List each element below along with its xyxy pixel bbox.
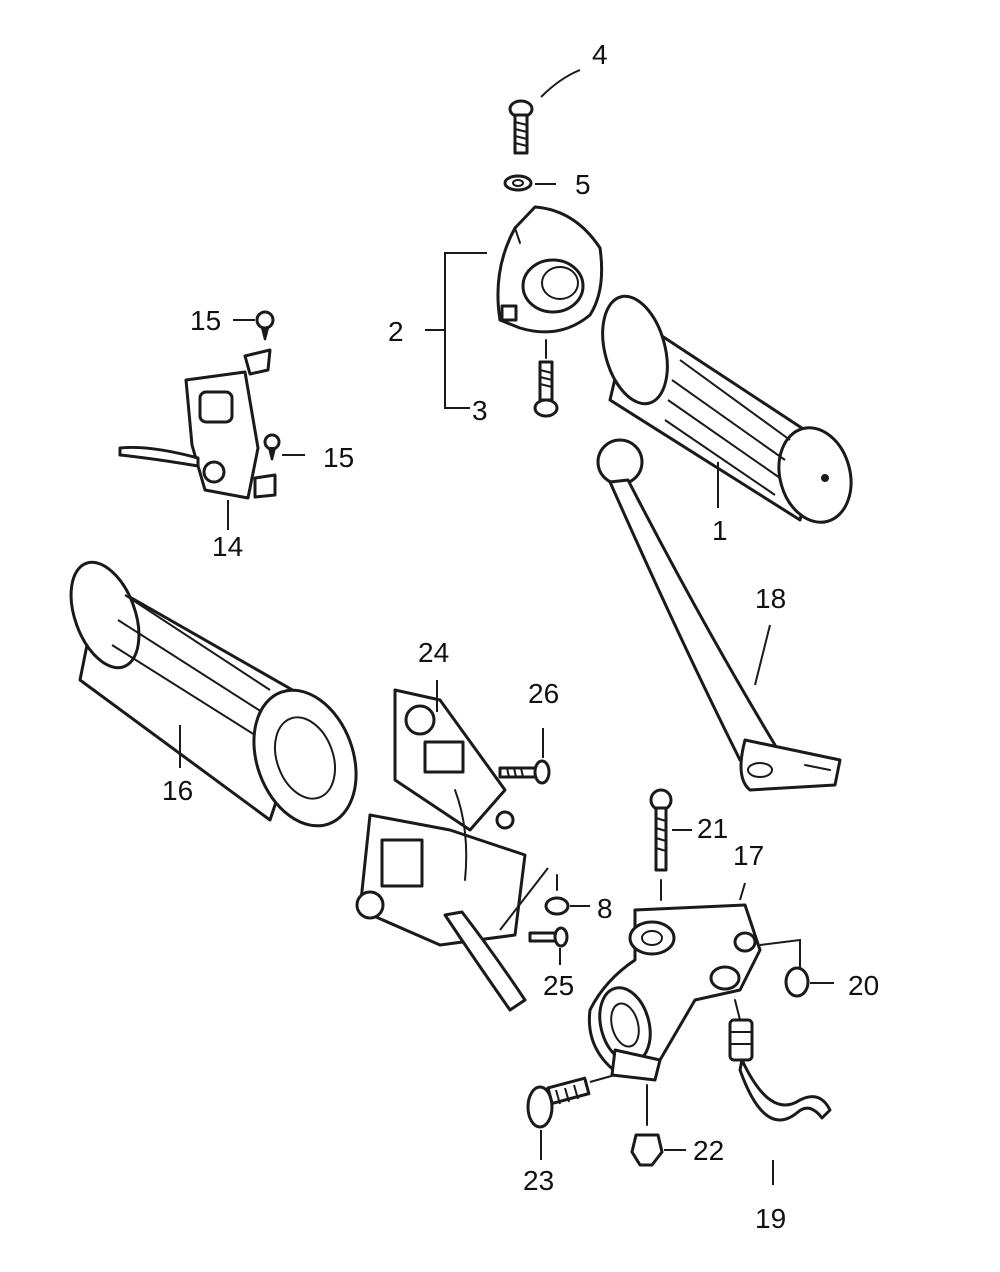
callout-22: 22 [693,1135,724,1166]
leader-17 [739,882,746,901]
callout-23: 23 [523,1165,554,1196]
nut-part-22 [630,1084,664,1167]
cable-part-19 [728,999,832,1122]
callout-4: 4 [592,39,608,70]
washer-part-5 [503,174,533,192]
leader-4 [540,69,581,98]
screw-part-15-lower [263,433,281,461]
bracket-2 [444,252,487,409]
throttle-housing-part-2 [496,205,604,334]
callout-24: 24 [418,637,449,668]
screw-part-4 [508,99,534,155]
callout-8: 8 [597,893,613,924]
callout-14: 14 [212,531,243,562]
screw-part-26 [498,759,551,785]
nut-part-20 [759,938,810,998]
screw-part-21 [649,788,673,901]
bolt-part-23 [526,1074,616,1129]
callout-2: 2 [388,316,404,347]
callout-15-upper: 15 [190,305,221,336]
lever-part-18 [596,438,842,792]
callout-5: 5 [575,169,591,200]
callout-16: 16 [162,775,193,806]
leader-18 [754,624,771,686]
callout-17: 17 [733,840,764,871]
switch-part-14 [118,348,277,500]
screw-part-25 [528,926,569,948]
callout-21: 21 [697,813,728,844]
switch-assembly-part-24 [355,688,527,1012]
callout-1: 1 [712,515,728,546]
screw-part-15-upper [255,310,275,341]
callout-3: 3 [472,395,488,426]
callout-19: 19 [755,1203,786,1234]
callout-15-lower: 15 [323,442,354,473]
lever-bracket-part-17 [587,903,762,1082]
right-grip-part-1 [601,294,853,524]
callout-26: 26 [528,678,559,709]
callout-18: 18 [755,583,786,614]
left-grip-part-16 [69,560,358,828]
callout-25: 25 [543,970,574,1001]
screw-part-8 [499,867,570,931]
callout-20: 20 [848,970,879,1001]
screw-part-3 [533,339,559,418]
